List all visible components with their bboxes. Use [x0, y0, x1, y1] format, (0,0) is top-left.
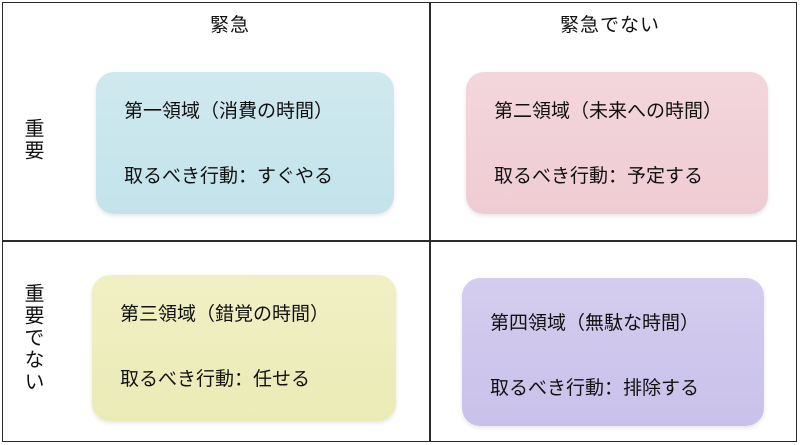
column-header-urgent: 緊急 [209, 14, 250, 36]
quadrant-1-box: 第一領域（消費の時間） 取るべき行動：すぐやる [96, 72, 394, 214]
quadrant-1-action: 取るべき行動：すぐやる [124, 165, 334, 187]
quadrant-2-action: 取るべき行動：予定する [494, 165, 704, 187]
quadrant-4-title: 第四領域（無駄な時間） [490, 312, 700, 334]
quadrant-3-action: 取るべき行動：任せる [120, 368, 311, 390]
quadrant-4-action: 取るべき行動：排除する [490, 377, 700, 399]
quadrant-2-box: 第二領域（未来への時間） 取るべき行動：予定する [466, 72, 768, 214]
quadrant-4-box: 第四領域（無駄な時間） 取るべき行動：排除する [462, 278, 764, 426]
quadrant-1-title: 第一領域（消費の時間） [124, 100, 334, 122]
quadrant-2-title: 第二領域（未来への時間） [494, 100, 723, 122]
row-header-not-important: 重要でない [21, 283, 45, 393]
quadrant-3-title: 第三領域（錯覚の時間） [120, 303, 330, 325]
horizontal-divider [2, 240, 797, 242]
vertical-divider [429, 2, 431, 442]
column-header-not-urgent: 緊急でない [559, 14, 660, 36]
row-header-important: 重要 [21, 118, 45, 162]
quadrant-3-box: 第三領域（錯覚の時間） 取るべき行動：任せる [92, 275, 396, 421]
